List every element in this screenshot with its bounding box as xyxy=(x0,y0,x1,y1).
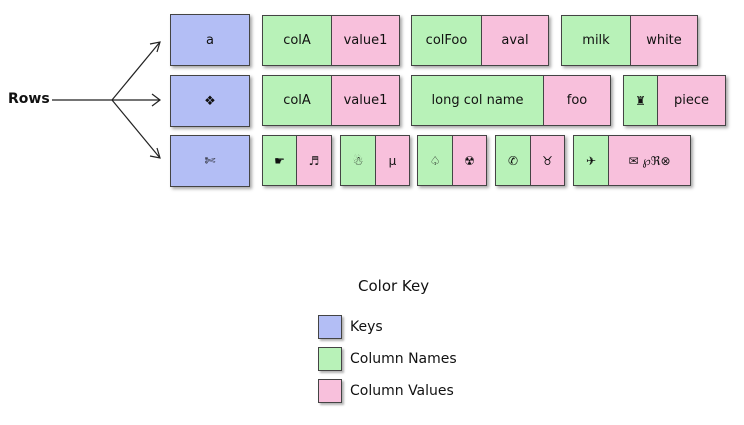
column-name: ☛ xyxy=(262,135,297,186)
column-name: colFoo xyxy=(411,15,482,66)
column-value: ♬ xyxy=(296,135,332,186)
column-value: white xyxy=(630,15,698,66)
column-name: ♜ xyxy=(623,75,658,126)
column-pair: ✆ ♉ xyxy=(495,135,565,186)
column-value: value1 xyxy=(331,15,400,66)
rows-arrows xyxy=(52,41,161,159)
column-value: ☢ xyxy=(452,135,487,186)
column-pair: ♜ piece xyxy=(623,75,726,126)
column-pair: ☃ μ xyxy=(340,135,410,186)
column-name: colA xyxy=(262,15,332,66)
legend-item-column-values: Column Values xyxy=(318,378,454,404)
legend-item-column-names: Column Names xyxy=(318,346,457,372)
column-name: milk xyxy=(561,15,631,66)
column-name: long col name xyxy=(411,75,544,126)
column-pair: colFoo aval xyxy=(411,15,549,66)
row-key: ❖ xyxy=(170,75,250,127)
legend-swatch-column-values xyxy=(318,379,342,403)
row-key: ✄ xyxy=(170,135,250,187)
column-pair: milk white xyxy=(561,15,698,66)
column-pair: ♤ ☢ xyxy=(417,135,487,186)
arrowhead-row-3 xyxy=(149,147,161,159)
column-pair: ☛ ♬ xyxy=(262,135,332,186)
arrow-to-row-1 xyxy=(111,41,161,101)
arrowhead-row-2 xyxy=(151,93,161,107)
arrowhead-row-1 xyxy=(149,41,161,53)
column-pair: colA value1 xyxy=(262,75,400,126)
column-value: ✉ ℘ℜ⊗ xyxy=(608,135,691,186)
column-value: piece xyxy=(657,75,726,126)
column-value: foo xyxy=(543,75,611,126)
column-name: ✆ xyxy=(495,135,531,186)
legend-swatch-column-names xyxy=(318,347,342,371)
legend-swatch-keys xyxy=(318,315,342,339)
row-key: a xyxy=(170,14,250,66)
column-pair: long col name foo xyxy=(411,75,611,126)
column-pair: ✈ ✉ ℘ℜ⊗ xyxy=(573,135,691,186)
column-value: μ xyxy=(375,135,410,186)
column-name: colA xyxy=(262,75,332,126)
column-value: ♉ xyxy=(530,135,565,186)
column-name: ✈ xyxy=(573,135,609,186)
arrow-to-row-3 xyxy=(111,99,161,159)
column-value: value1 xyxy=(331,75,400,126)
legend-label: Keys xyxy=(350,319,383,335)
rows-label: Rows xyxy=(8,91,50,107)
legend-label: Column Values xyxy=(350,383,454,399)
column-value: aval xyxy=(481,15,549,66)
legend-label: Column Names xyxy=(350,351,457,367)
column-name: ☃ xyxy=(340,135,376,186)
legend-title: Color Key xyxy=(358,277,430,295)
column-name: ♤ xyxy=(417,135,453,186)
column-pair: colA value1 xyxy=(262,15,400,66)
legend-item-keys: Keys xyxy=(318,314,383,340)
